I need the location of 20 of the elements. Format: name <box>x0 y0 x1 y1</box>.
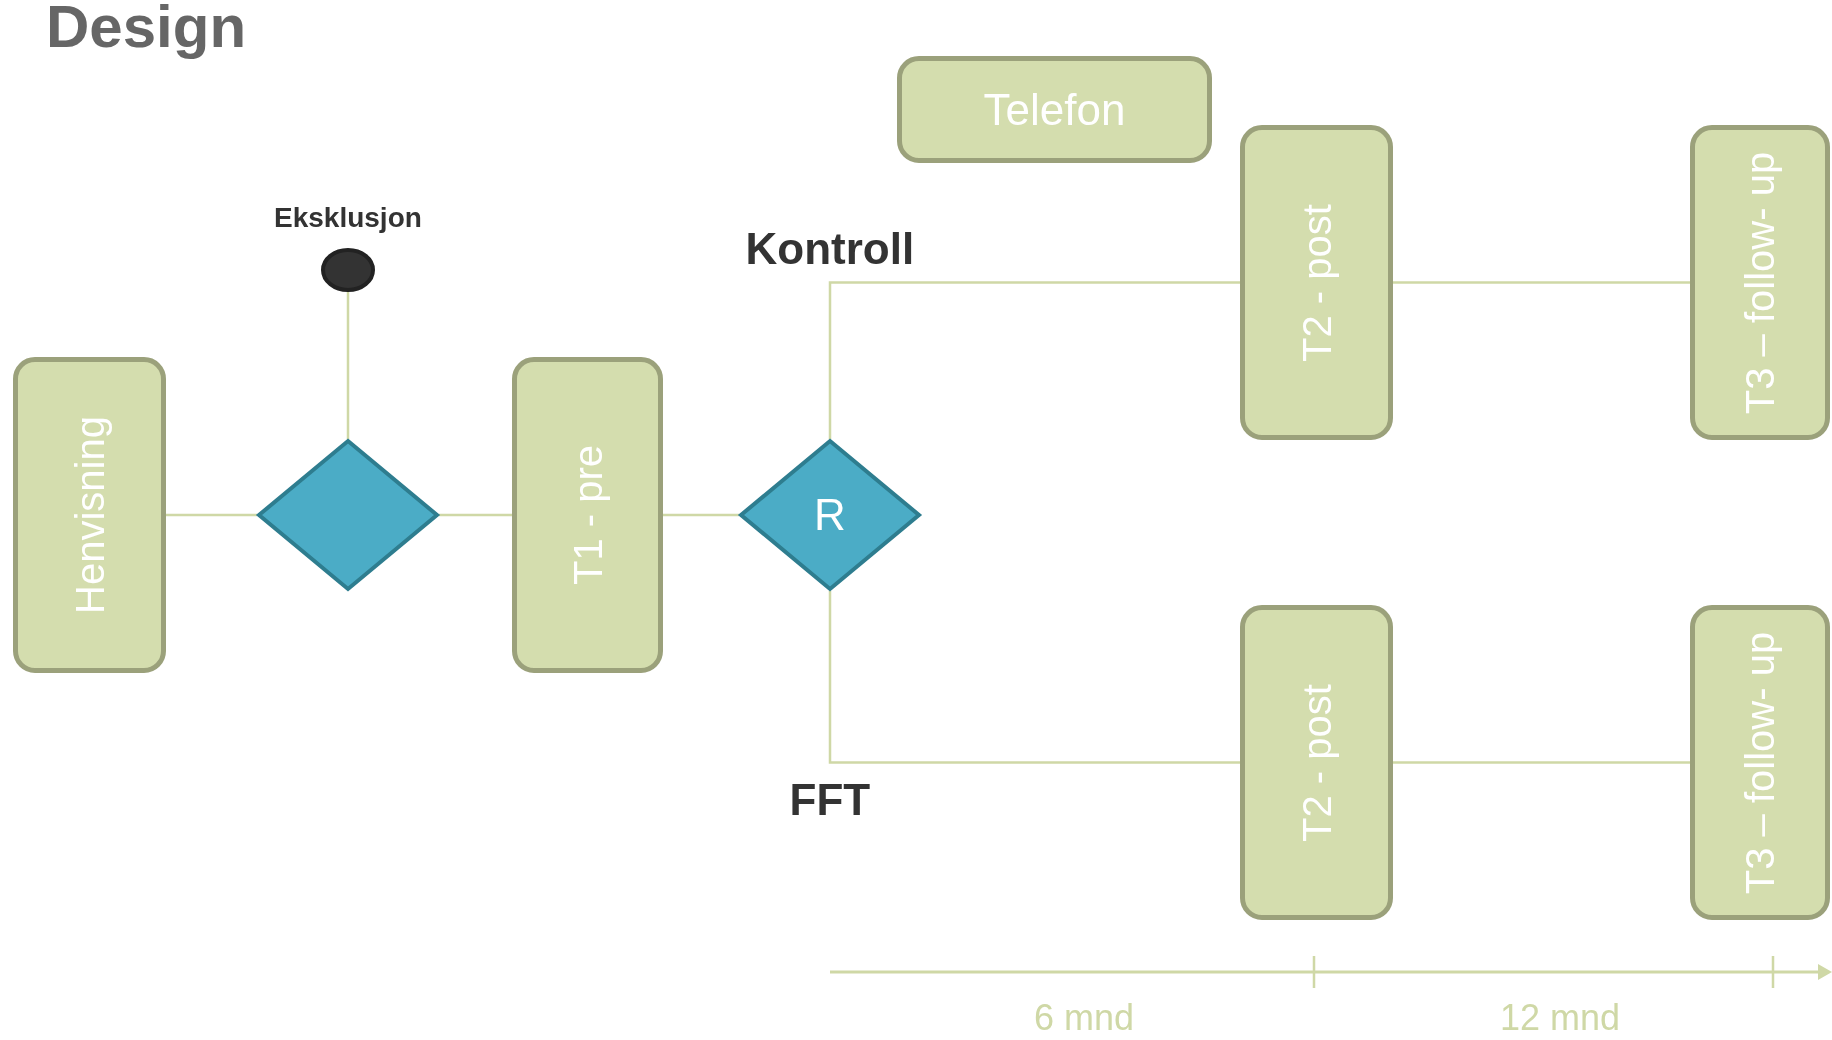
connector-line <box>663 513 739 517</box>
step-box: T2 - post <box>1240 125 1393 440</box>
step-box: Telefon <box>897 56 1212 163</box>
connector-line <box>828 281 1240 439</box>
node-caption: Eksklusjon <box>274 202 422 234</box>
connector-line <box>1393 281 1690 284</box>
time-label: 6 mnd <box>1034 997 1135 1039</box>
connector-line <box>828 591 1240 764</box>
step-box: T3 – follow- up <box>1690 125 1830 440</box>
connector-line <box>166 513 257 517</box>
step-box: T1 - pre <box>512 357 663 673</box>
diamond-label: R <box>814 490 846 540</box>
step-box: T2 - post <box>1240 605 1393 920</box>
slide-title: Design <box>46 0 247 60</box>
step-box: T3 – follow- up <box>1690 605 1830 920</box>
step-box: Henvisning <box>13 357 166 673</box>
connector-line <box>1393 761 1690 764</box>
connector-line <box>439 513 512 517</box>
connector-line <box>346 292 350 439</box>
time-label: 12 mnd <box>1500 997 1621 1039</box>
